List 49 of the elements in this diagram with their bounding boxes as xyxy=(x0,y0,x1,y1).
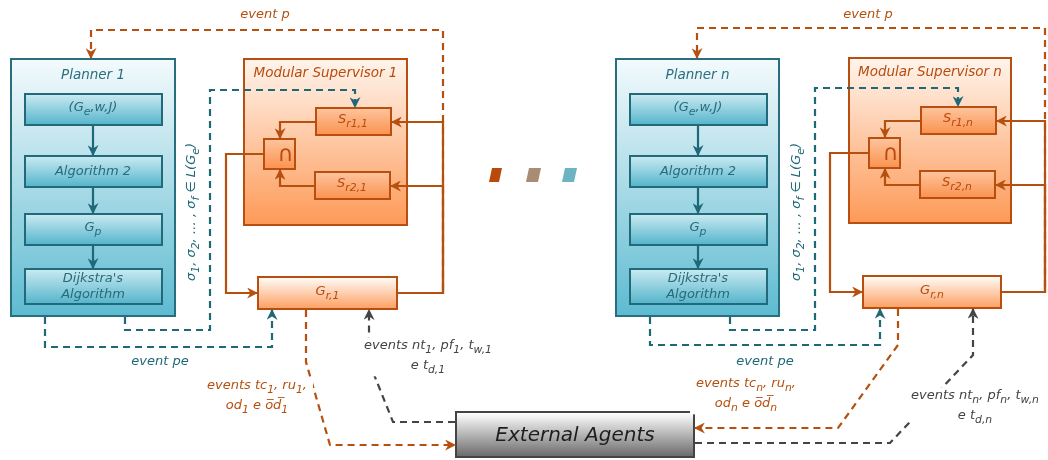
arrow xyxy=(274,120,315,140)
supervisor-panel xyxy=(243,58,408,226)
arrow xyxy=(994,179,1047,294)
arrow xyxy=(389,180,445,295)
process-box: (G$_{e}$,w,J) xyxy=(628,92,768,126)
arrow xyxy=(43,308,278,349)
arrow xyxy=(87,188,99,215)
intersection-box: ∩ xyxy=(867,136,901,169)
supervisor-box: S$_{r2,n}$ xyxy=(918,169,996,199)
process-box: Algorithm 2 xyxy=(628,154,768,188)
supervisor-panel xyxy=(848,57,1012,224)
process-box: G$_{p}$ xyxy=(628,212,768,246)
arrow xyxy=(648,307,886,347)
planner-panel xyxy=(10,58,176,317)
arrow xyxy=(728,86,964,332)
arrow xyxy=(304,310,457,451)
edge-label: events nt$_{1}$, pf$_{1}$, t$_{w,1}$ e t$_{d,1}$ xyxy=(363,337,493,377)
process-box: G$_{r,1}$ xyxy=(257,276,398,310)
arrow xyxy=(224,152,263,299)
arrow xyxy=(85,28,445,295)
arrow xyxy=(691,26,1047,294)
panel-title: Planner 1 xyxy=(61,66,125,83)
panel-title: Modular Supervisor 1 xyxy=(253,64,398,81)
process-box: G$_{p}$ xyxy=(23,212,163,246)
arrow xyxy=(692,126,704,157)
arrow xyxy=(879,119,920,139)
process-box: Dijkstra's Algorithm xyxy=(23,267,163,305)
arrow xyxy=(87,246,99,270)
supervisor-box: S$_{r2,1}$ xyxy=(313,170,391,200)
intersection-box: ∩ xyxy=(262,137,296,170)
process-box: G$_{r,n}$ xyxy=(862,275,1002,309)
edge-label: events nt$_{n}$, pf$_{n}$, t$_{w,n}$ e t$_{d,n}$ xyxy=(910,387,1040,427)
arrow xyxy=(87,126,99,157)
arrow xyxy=(692,188,704,215)
panel-title: Modular Supervisor n xyxy=(858,63,1002,80)
arrow xyxy=(879,167,919,187)
supervisor-box: S$_{r1,n}$ xyxy=(919,105,997,135)
arrow xyxy=(692,246,704,270)
arrow xyxy=(123,88,361,332)
arrow xyxy=(695,307,979,445)
panel-title: Planner n xyxy=(665,66,730,83)
process-box: (G$_{e}$,w,J) xyxy=(23,92,163,126)
external-agents-box: External Agents xyxy=(455,411,695,458)
process-box: Dijkstra's Algorithm xyxy=(628,267,768,305)
arrow xyxy=(828,151,868,298)
planner-panel xyxy=(615,58,780,317)
supervisor-box: S$_{r1,1}$ xyxy=(314,106,392,136)
arrow xyxy=(274,168,314,188)
process-box: Algorithm 2 xyxy=(23,154,163,188)
